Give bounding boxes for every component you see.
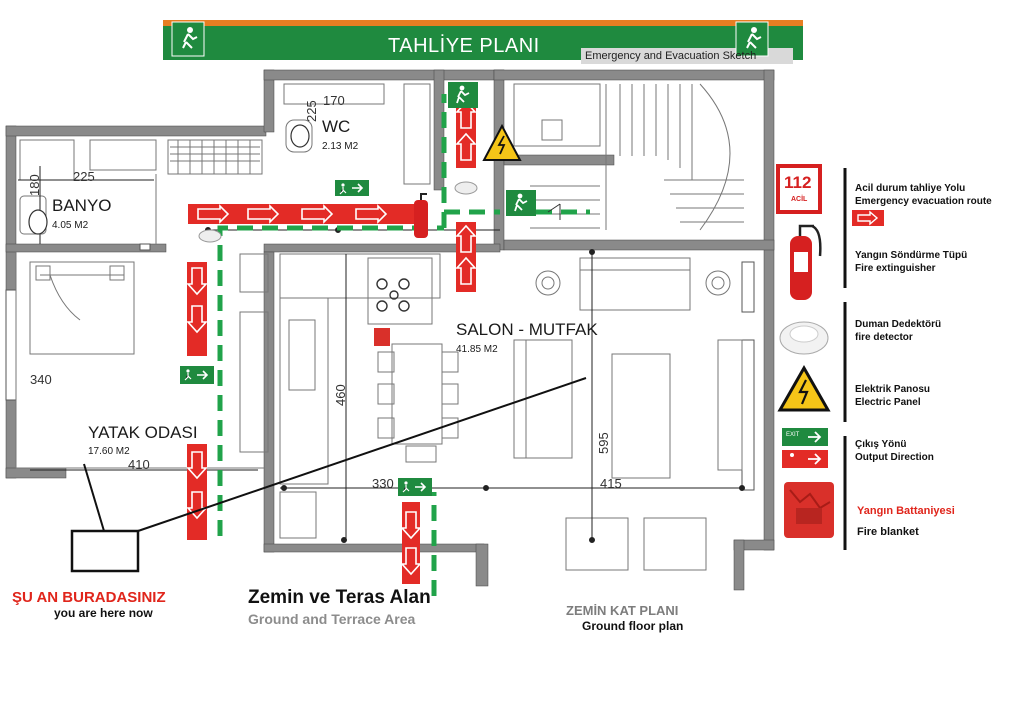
header-bar (163, 20, 803, 64)
windows (5, 243, 755, 491)
dimension-label: 460 (333, 384, 348, 406)
dimension-label: 170 (323, 93, 345, 108)
room-area-salon: 41.85 M2 (456, 344, 498, 355)
legend-extinguisher-label: Yangın Söndürme Tüpü Fire extinguisher (855, 250, 968, 274)
dimension-label: 415 (600, 476, 622, 491)
header-title: TAHLİYE PLANI (388, 35, 540, 57)
legend-route-label: Acil durum tahliye Yolu Emergency evacua… (855, 183, 992, 207)
smoke-detector-icon (779, 321, 829, 355)
smoke-detector-icon (454, 181, 478, 195)
you-are-here-marker (70, 377, 587, 573)
dimension-label: 340 (30, 372, 52, 387)
emergency-number: 112 (784, 173, 812, 192)
route-arrows (186, 100, 477, 576)
fire-blanket-icon (374, 328, 390, 346)
legend-output-label: Çıkış Yönü Output Direction (855, 439, 934, 463)
room-area-banyo: 4.05 M2 (52, 220, 89, 231)
legend-blanket-subtitle: Fire blanket (857, 526, 919, 538)
evacuation-route-green (217, 94, 590, 596)
exit-sign-icon (398, 478, 432, 496)
room-name-salon: SALON - MUTFAK (456, 320, 598, 339)
header-subtitle: Emergency and Evacuation Sketch (585, 50, 757, 62)
route-sample-icon (852, 210, 884, 226)
exit-sign-icon (335, 180, 369, 196)
you-are-here-title: ŞU AN BURADASINIZ (12, 589, 166, 606)
floor-plan-title: ZEMİN KAT PLANI (566, 603, 679, 618)
electric-panel-icon (777, 364, 831, 412)
smoke-detector-icon (198, 229, 222, 243)
exit-sign-icon (180, 366, 214, 384)
dimension-label: 225 (304, 100, 319, 122)
exit-small-label: EXIT (786, 432, 800, 438)
emergency-112-icon (776, 164, 822, 214)
toilet-icon (28, 124, 310, 235)
you-are-here-subtitle: you are here now (54, 606, 153, 620)
exit-sign-icon (448, 82, 478, 108)
room-name-yatak: YATAK ODASI (88, 423, 198, 442)
dimension-label: 410 (128, 457, 150, 472)
cooktop-icon (376, 278, 410, 312)
area-title: Zemin ve Teras Alan (248, 587, 431, 608)
dimension-label: 225 (73, 169, 95, 184)
plan-arrow-icon (547, 203, 561, 220)
fire-blanket-icon (784, 482, 834, 538)
fire-extinguisher-icon (790, 224, 822, 300)
legend-blanket-title: Yangın Battaniyesi (857, 505, 955, 517)
exit-direction-sign-icon (782, 428, 828, 446)
interior-lines (15, 83, 744, 571)
exit-sign-icon (506, 190, 536, 216)
room-name-wc: WC (322, 117, 351, 136)
room-name-banyo: BANYO (52, 196, 112, 215)
legend-panel-label: Elektrik Panosu Electric Panel (855, 384, 931, 408)
exit-sign-icon (171, 21, 205, 57)
room-area-yatak: 17.60 M2 (88, 446, 130, 457)
dimension-label: 595 (596, 432, 611, 454)
room-area-wc: 2.13 M2 (322, 141, 359, 152)
legend-detector-label: Duman Dedektörü fire detector (855, 319, 942, 343)
walls (5, 69, 775, 591)
dimension-label: 330 (372, 476, 394, 491)
emergency-small-label: ACİL (791, 196, 808, 203)
exit-sign-icon (735, 21, 769, 57)
electric-panel-icon (482, 123, 522, 161)
dimension-label: 180 (27, 174, 42, 196)
exit-direction-sign-icon (782, 450, 828, 468)
fire-extinguisher-icon (414, 193, 428, 238)
area-subtitle: Ground and Terrace Area (248, 611, 416, 627)
floor-plan-subtitle: Ground floor plan (582, 619, 684, 633)
